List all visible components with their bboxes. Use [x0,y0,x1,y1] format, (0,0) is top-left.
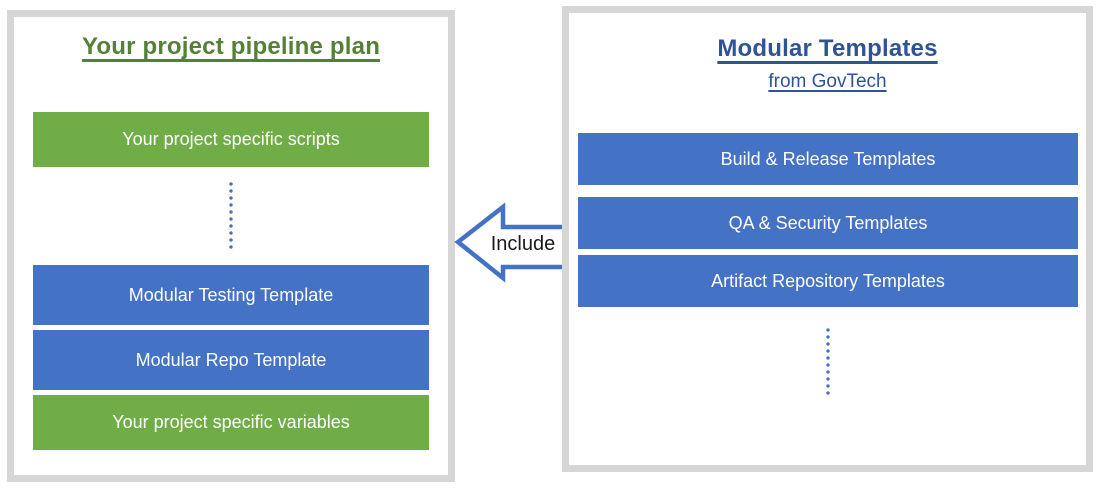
block-label: Artifact Repository Templates [711,270,945,291]
block-label: Your project specific scripts [122,129,340,149]
modular-templates-subtitle: from GovTech [768,71,887,92]
block-label: Modular Repo Template [135,349,327,370]
pipeline-plan-title: Your project pipeline plan [81,33,381,60]
block-build-release-templates: Build & Release Templates [578,133,1078,185]
block-label: Build & Release Templates [720,148,936,169]
pipeline-plan-panel: Your project pipeline plan Your project … [7,10,455,482]
modular-templates-panel: Modular Templates from GovTech Build & R… [562,6,1093,472]
block-label: QA & Security Templates [728,212,928,233]
modular-templates-title: Modular Templates [717,35,938,62]
block-qa-security-templates: QA & Security Templates [578,197,1078,249]
include-arrow-label: Include [490,232,556,255]
block-label: Modular Testing Template [128,284,334,305]
block-artifact-repository-templates: Artifact Repository Templates [578,255,1078,307]
block-project-specific-scripts: Your project specific scripts [33,112,429,167]
include-arrow: Include [452,200,570,288]
block-modular-testing-template: Modular Testing Template [33,265,429,325]
block-label: Your project specific variables [112,412,350,432]
block-project-specific-variables: Your project specific variables [33,395,429,450]
block-modular-repo-template: Modular Repo Template [33,330,429,390]
dotted-continuation-line [229,182,233,250]
dotted-continuation-line [826,328,830,396]
